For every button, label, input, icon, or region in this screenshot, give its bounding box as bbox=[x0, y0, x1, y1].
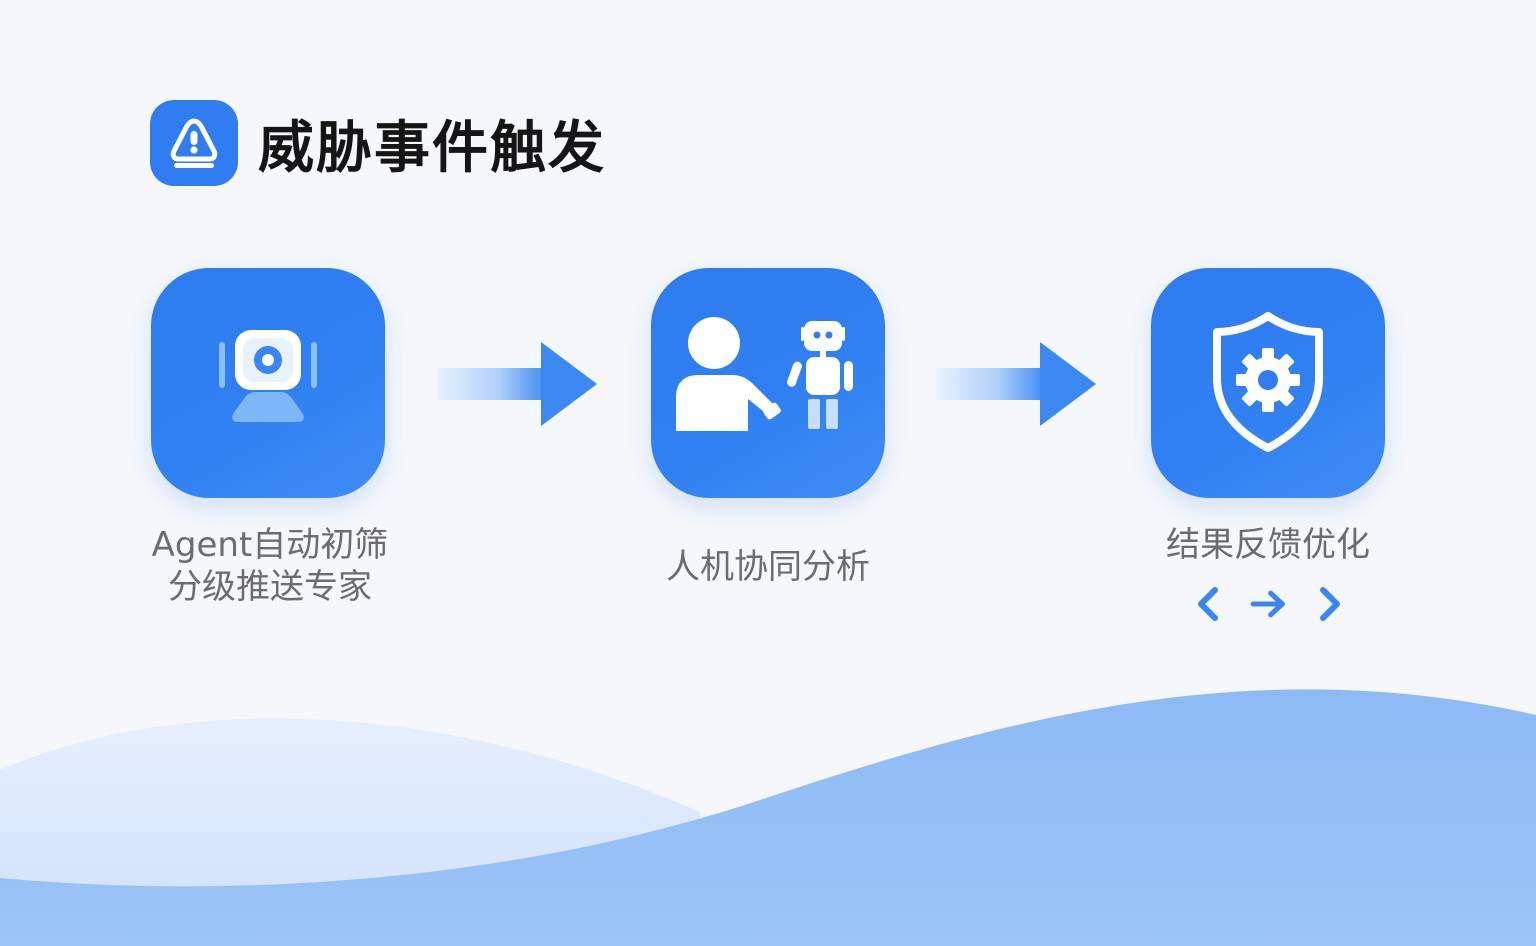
step-card-agent-screening bbox=[151, 268, 385, 498]
flow-arrow-2 bbox=[936, 342, 1096, 426]
warning-icon bbox=[150, 100, 238, 186]
step-3-caption: 结果反馈优化 bbox=[1118, 524, 1418, 566]
step-1-caption-line-2: 分级推送专家 bbox=[168, 567, 372, 607]
step-1-caption-line-1: Agent自动初筛 bbox=[151, 525, 389, 565]
header: 威胁事件触发 bbox=[150, 100, 606, 186]
human-robot-collaboration-icon bbox=[676, 317, 853, 431]
monitoring-camera-icon bbox=[219, 330, 317, 422]
arrow-right-icon[interactable] bbox=[1249, 582, 1289, 626]
step-3-caption-line-1: 结果反馈优化 bbox=[1166, 525, 1370, 565]
step-card-feedback-optimization bbox=[1151, 268, 1385, 498]
chevron-right-icon[interactable] bbox=[1310, 582, 1350, 626]
wave-dark bbox=[0, 689, 1536, 946]
feedback-nav bbox=[1188, 582, 1350, 626]
chevron-left-icon[interactable] bbox=[1188, 582, 1228, 626]
page-title: 威胁事件触发 bbox=[258, 115, 606, 181]
step-1-caption: Agent自动初筛 分级推送专家 bbox=[120, 524, 420, 608]
step-card-human-machine-analysis bbox=[651, 268, 885, 498]
shield-gear-icon bbox=[1213, 312, 1323, 452]
step-2-caption-line-1: 人机协同分析 bbox=[666, 547, 870, 587]
step-2-caption: 人机协同分析 bbox=[618, 546, 918, 588]
flow-arrow-1 bbox=[437, 342, 597, 426]
